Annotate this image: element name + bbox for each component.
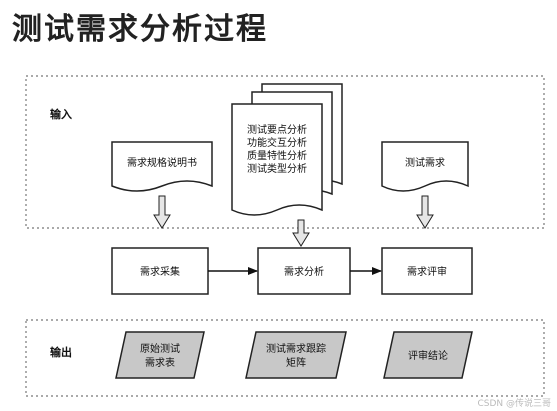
review-process-box	[381, 247, 473, 295]
analysis-doc-line-2: 功能交互分析	[247, 136, 307, 149]
original-test-req-table-line-2: 需求表	[145, 356, 175, 369]
analyze-process-label: 需求分析	[284, 265, 324, 278]
watermark: CSDN @传说三哥	[477, 399, 551, 409]
review-process-label: 需求评审	[407, 265, 447, 278]
analysis-doc-line-3: 质量特性分析	[247, 149, 307, 162]
analysis-document-front	[231, 103, 323, 216]
requirements-spec-label: 需求规格说明书	[127, 156, 197, 169]
output-section-label: 输出	[50, 346, 72, 359]
review-conclusion-label: 评审结论	[408, 349, 448, 362]
test-requirements-label: 测试需求	[405, 156, 445, 169]
analysis-doc-line-1: 测试要点分析	[247, 123, 307, 136]
down-arrow-icon	[292, 219, 310, 247]
page-title: 测试需求分析过程	[12, 12, 268, 47]
collect-process-box	[111, 247, 209, 295]
test-requirements-document	[381, 141, 469, 192]
collect-process-label: 需求采集	[140, 265, 180, 278]
review-conclusion-shape	[383, 331, 473, 379]
input-section-label: 输入	[50, 108, 72, 121]
traceability-matrix-shape	[245, 331, 347, 379]
down-arrow-icon	[416, 195, 434, 229]
traceability-matrix-line-2: 矩阵	[286, 356, 306, 369]
analysis-doc-line-4: 测试类型分析	[247, 162, 307, 175]
output-region	[25, 319, 545, 397]
down-arrow-icon	[153, 195, 171, 229]
traceability-matrix-line-1: 测试需求跟踪	[266, 342, 326, 355]
original-test-req-table-shape	[115, 331, 205, 379]
requirements-spec-document	[111, 141, 213, 192]
original-test-req-table-line-1: 原始测试	[140, 342, 180, 355]
